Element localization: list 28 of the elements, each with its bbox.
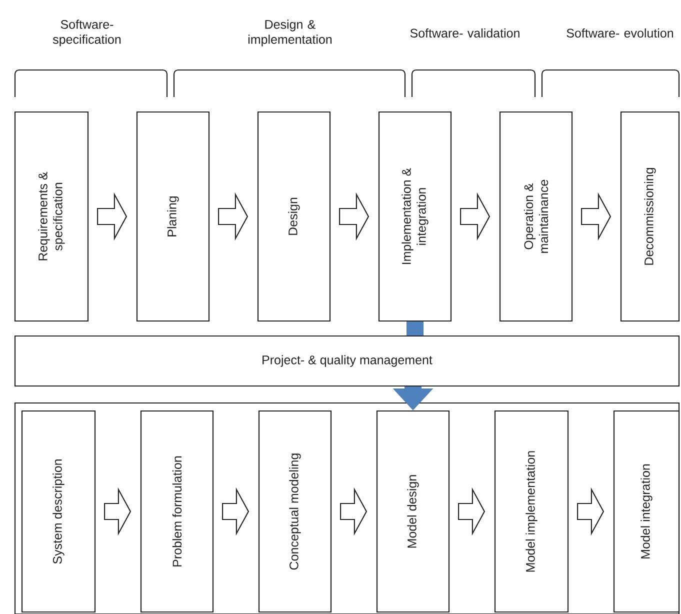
block-arrow xyxy=(222,487,250,536)
process-box: Decommissioning xyxy=(620,111,680,322)
phase-label: Software- evolution xyxy=(566,28,674,38)
block-arrow xyxy=(104,487,132,536)
phase-label: Software- validation xyxy=(410,28,520,38)
process-box: Conceptual modeling xyxy=(258,410,332,613)
process-box: Implementation & integration xyxy=(378,111,452,322)
block-arrow xyxy=(339,192,370,241)
process-box: Requirements & specification xyxy=(14,111,89,322)
block-arrow xyxy=(577,487,604,536)
block-arrow xyxy=(340,487,368,536)
block-arrow xyxy=(460,192,490,241)
phase-label: Software- specification xyxy=(52,20,121,46)
block-arrow xyxy=(97,192,128,241)
process-box: Model integration xyxy=(613,410,680,613)
block-arrow xyxy=(218,192,248,241)
process-box: Planing xyxy=(136,111,210,322)
process-box: Model implementation xyxy=(494,410,569,613)
process-box: Problem formulation xyxy=(140,410,214,613)
block-arrow xyxy=(581,192,612,241)
block-arrow xyxy=(458,487,486,536)
process-box: Operation & maintainance xyxy=(499,111,573,322)
phase-label: Design & implementation xyxy=(248,20,332,46)
process-box: System description xyxy=(21,410,96,613)
process-box: Model design xyxy=(376,410,450,613)
connector xyxy=(406,322,424,336)
process-box: Design xyxy=(257,111,331,322)
management-band: Project- & quality management xyxy=(14,335,680,387)
